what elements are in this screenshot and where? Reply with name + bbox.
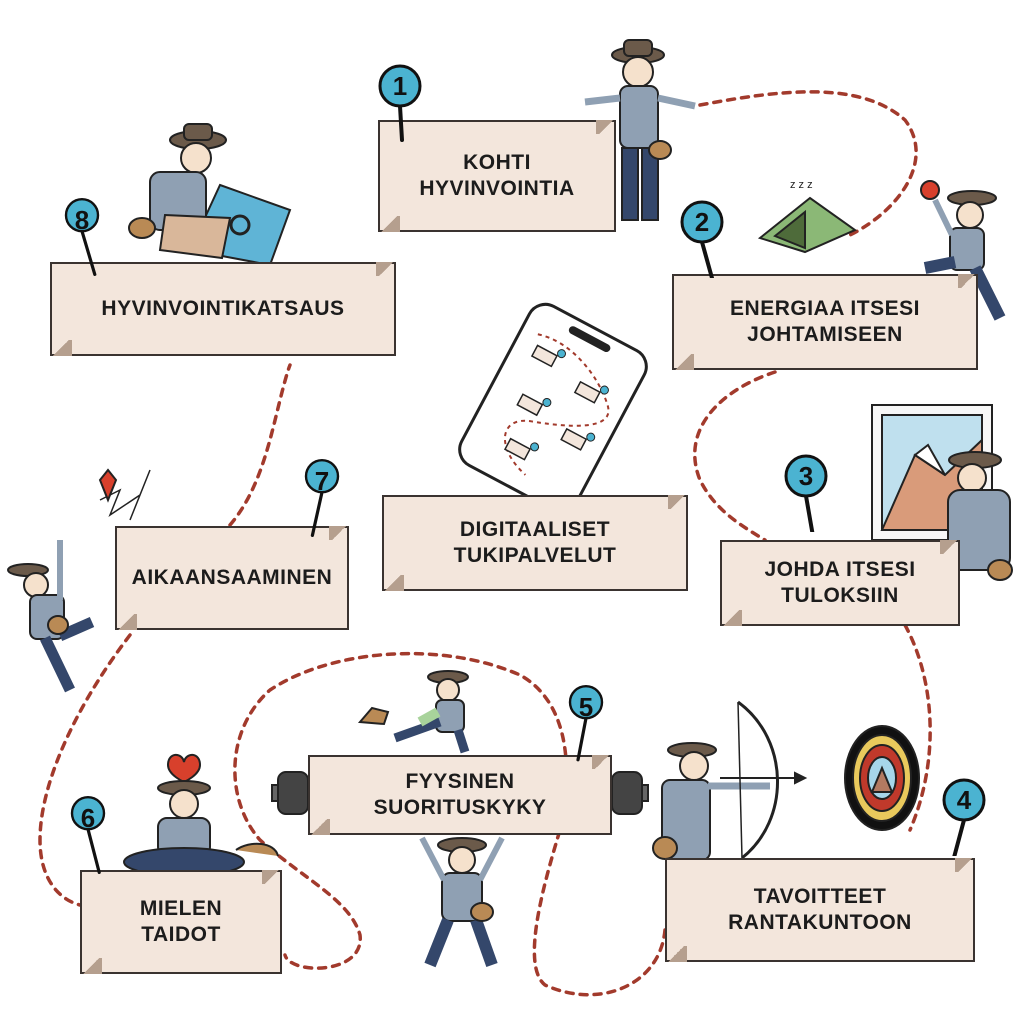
map-pin-8: 8 xyxy=(58,196,106,276)
step-card-7: AIKAANSAAMINEN xyxy=(115,526,349,630)
map-pin-icon xyxy=(64,198,100,276)
step-card-4: TAVOITTEET RANTAKUNTOON xyxy=(665,858,975,962)
step-label-8: HYVINVOINTIKATSAUS xyxy=(101,296,345,320)
pin-number-5: 5 xyxy=(578,692,594,722)
step-label-7: AIKAANSAAMINEN xyxy=(131,565,333,589)
step-card-5: FYYSINEN SUORITUSKYKY xyxy=(308,755,612,835)
explorer-waving-icon xyxy=(584,39,696,221)
pin-number-4: 4 xyxy=(956,785,972,815)
step-card-8: HYVINVOINTIKATSAUS xyxy=(50,262,396,356)
map-pin-icon xyxy=(680,200,724,280)
step-label-2: ENERGIAA ITSESI JOHTAMISEEN xyxy=(730,296,920,346)
svg-text:z z z: z z z xyxy=(790,179,813,191)
pin-number-3: 3 xyxy=(798,461,814,491)
pin-number-8: 8 xyxy=(74,205,90,235)
step-label-5: FYYSINEN SUORITUSKYKY xyxy=(373,769,547,819)
map-pin-1: 1 xyxy=(376,62,424,142)
map-pin-5: 5 xyxy=(562,683,610,763)
map-pin-icon xyxy=(378,64,422,142)
map-pin-6: 6 xyxy=(64,794,112,874)
step-label-3: JOHDA ITSESI TULOKSIIN xyxy=(764,557,916,607)
pin-number-2: 2 xyxy=(694,207,710,237)
mountain-painting-icon xyxy=(871,404,1013,581)
map-pin-2: 2 xyxy=(678,198,726,280)
map-pin-4: 4 xyxy=(940,776,988,882)
step-card-2: ENERGIAA ITSESI JOHTAMISEEN xyxy=(672,274,978,370)
map-pin-icon xyxy=(942,778,986,882)
target-icon xyxy=(844,725,920,831)
explorer-jumping-icon xyxy=(920,180,1006,321)
map-pin-icon xyxy=(568,685,604,762)
step-card-1: KOHTI HYVINVOINTIA xyxy=(378,120,616,232)
pin-number-6: 6 xyxy=(80,803,96,833)
step-card-6: MIELEN TAIDOT xyxy=(80,870,282,974)
map-pin-3: 3 xyxy=(782,452,830,544)
map-pin-7: 7 xyxy=(298,457,346,537)
smartphone-map-icon xyxy=(458,302,648,514)
explorer-weightlifter-icon xyxy=(271,771,649,968)
explorer-kicking-icon xyxy=(357,670,470,754)
map-pin-icon xyxy=(304,459,340,537)
pin-number-7: 7 xyxy=(314,466,330,496)
step-card-3: JOHDA ITSESI TULOKSIIN xyxy=(720,540,960,626)
explorer-meditating-icon xyxy=(123,753,279,877)
step-label-6: MIELEN TAIDOT xyxy=(139,896,223,946)
tent-icon: z z z xyxy=(757,179,858,254)
step-label-4: TAVOITTEET RANTAKUNTOON xyxy=(728,884,912,934)
dashed-route xyxy=(38,90,932,997)
center-label: DIGITAALISET TUKIPALVELUT xyxy=(453,517,617,567)
explorer-climbing-icon xyxy=(7,468,151,693)
explorer-archer-icon xyxy=(652,700,808,861)
center-card: DIGITAALISET TUKIPALVELUT xyxy=(382,495,688,591)
step-label-1: KOHTI HYVINVOINTIA xyxy=(419,150,575,200)
pin-number-1: 1 xyxy=(392,71,408,101)
map-pin-icon xyxy=(70,796,106,874)
explorer-map-icon xyxy=(128,123,292,267)
